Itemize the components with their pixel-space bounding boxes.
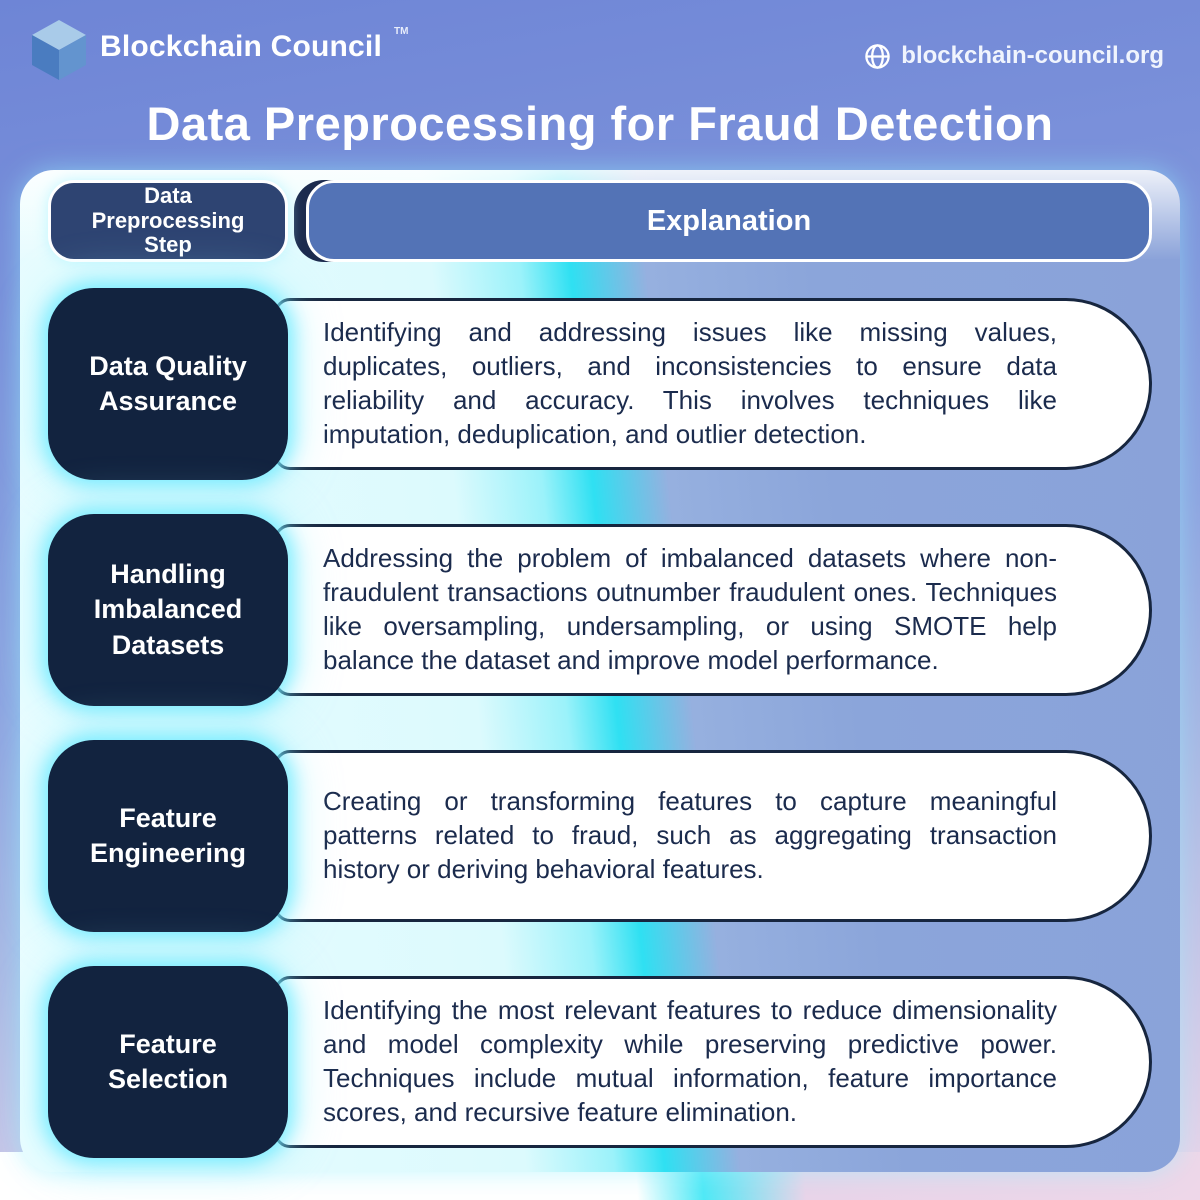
website-link[interactable]: blockchain-council.org [864, 42, 1164, 70]
explanation-box: Addressing the problem of imbalanced dat… [274, 524, 1152, 696]
explanation-box: Identifying the most relevant features t… [274, 976, 1152, 1148]
trademark-symbol: TM [393, 26, 409, 37]
table-row: Feature Engineering Creating or transfor… [48, 740, 1152, 932]
explanation-text: Identifying and addressing issues like m… [323, 317, 1057, 449]
website-url: blockchain-council.org [901, 42, 1164, 69]
table-panel: Data Preprocessing Step Explanation Data… [20, 170, 1180, 1172]
brand-name: Blockchain Council [100, 30, 382, 63]
explanation-text: Identifying the most relevant features t… [323, 995, 1057, 1127]
globe-icon [865, 43, 891, 69]
cube-icon [32, 20, 86, 80]
step-pill-feature-selection: Feature Selection [48, 966, 288, 1158]
column-header-explanation-backing: Explanation [294, 180, 1152, 262]
column-header-step: Data Preprocessing Step [48, 180, 288, 262]
explanation-box: Creating or transforming features to cap… [274, 750, 1152, 922]
table-row: Data Quality Assurance Identifying and a… [48, 288, 1152, 480]
explanation-text: Creating or transforming features to cap… [323, 786, 1057, 884]
table-header-row: Data Preprocessing Step Explanation [48, 180, 1152, 262]
step-pill-handling-imbalanced-datasets: Handling Imbalanced Datasets [48, 514, 288, 706]
brand-logo: Blockchain Council TM [30, 16, 408, 82]
step-pill-data-quality-assurance: Data Quality Assurance [48, 288, 288, 480]
step-pill-feature-engineering: Feature Engineering [48, 740, 288, 932]
table-row: Handling Imbalanced Datasets Addressing … [48, 514, 1152, 706]
explanation-box: Identifying and addressing issues like m… [274, 298, 1152, 470]
top-bar: Blockchain Council TM blockchain-council… [0, 0, 1200, 82]
table-row: Feature Selection Identifying the most r… [48, 966, 1152, 1158]
explanation-text: Addressing the problem of imbalanced dat… [323, 543, 1057, 675]
page-title: Data Preprocessing for Fraud Detection [146, 97, 1054, 150]
column-header-explanation: Explanation [306, 180, 1152, 262]
bottom-gradient-strip [0, 1152, 1200, 1200]
